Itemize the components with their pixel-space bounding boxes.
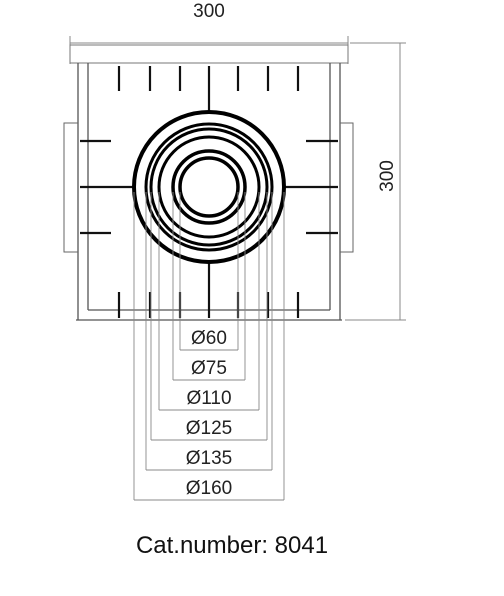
width-label: 300 [193, 1, 225, 22]
catalog-number-caption: Cat.number: 8041 [136, 532, 328, 559]
ring-125 [149, 127, 269, 247]
height-dimension [345, 42, 406, 321]
diameter-label-60: Ø60 [191, 328, 227, 349]
diameter-dimension-lines [133, 192, 285, 501]
diameter-label-75: Ø75 [191, 358, 227, 379]
diameter-label-135: Ø135 [186, 448, 232, 469]
diameter-label-110: Ø110 [186, 388, 231, 409]
ring-135 [144, 122, 274, 252]
box-lid [69, 44, 349, 64]
ring-75 [171, 149, 247, 225]
ring-160 [132, 110, 286, 264]
width-dimension [69, 36, 349, 64]
ring-110 [157, 135, 261, 239]
side-handles [63, 122, 354, 253]
height-label: 300 [377, 160, 398, 192]
ring-60 [178, 156, 240, 218]
diameter-label-160: Ø160 [186, 478, 232, 499]
outlet-rings [132, 110, 286, 264]
diameter-label-125: Ø125 [186, 418, 232, 439]
internal-ribs [80, 66, 338, 318]
